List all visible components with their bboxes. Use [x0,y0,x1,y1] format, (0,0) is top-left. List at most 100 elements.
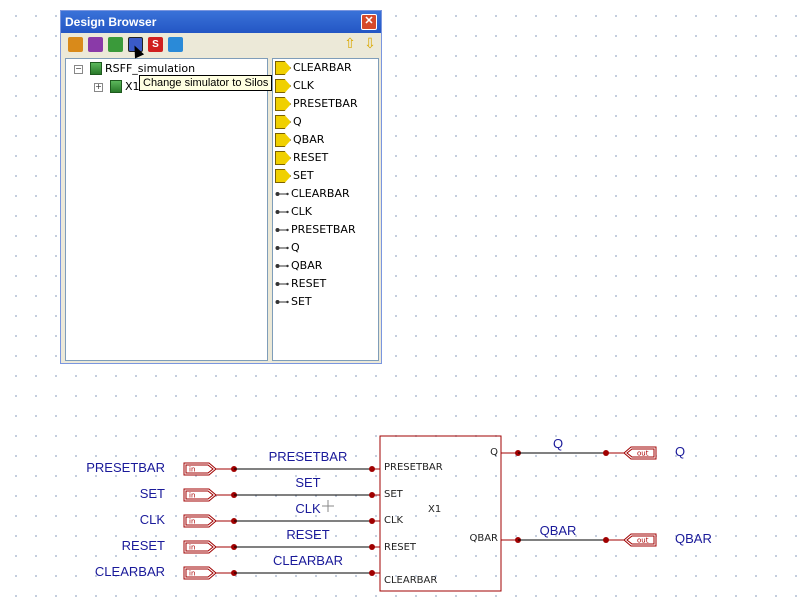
signal-label: CLK [291,205,313,218]
input-port-label: CLEARBAR [95,564,165,579]
signal-label: Q [293,115,302,128]
port-tag: out [637,450,649,458]
grid-icon[interactable] [88,37,103,52]
port-signal-item[interactable]: RESET [273,149,378,167]
expand-icon[interactable]: + [94,82,103,92]
tooltip: Change simulator to Silos [139,75,273,91]
input-row: SET in SET SET [140,475,404,502]
port-signal-item[interactable]: QBAR [273,131,378,149]
collapse-icon[interactable]: − [74,64,83,74]
net-label: RESET [286,527,329,542]
silos-icon[interactable]: S [148,37,163,52]
net-icon [275,242,289,254]
signal-label: PRESETBAR [291,223,356,236]
port-icon [275,61,291,75]
input-port-label: CLK [140,512,166,527]
output-port-label: Q [675,444,685,459]
input-port-label: SET [140,486,165,501]
port-tag: in [189,544,195,552]
instance-label: X1 [428,504,441,515]
window-title: Design Browser [65,15,157,29]
port-tag: in [189,570,195,578]
net-label: CLEARBAR [273,553,343,568]
output-port-symbol[interactable]: out [623,533,657,547]
module-icon [90,62,102,75]
signal-label: Q [291,241,300,254]
signal-label: RESET [293,151,329,164]
net-label: SET [295,475,320,490]
net-signal-item[interactable]: SET [273,293,378,311]
net-label: Q [553,436,563,451]
input-port-symbol[interactable]: in [183,540,217,554]
change-simulator-icon[interactable] [128,37,143,52]
port-signal-item[interactable]: CLEARBAR [273,59,378,77]
port-icon [275,97,291,111]
move-down-icon[interactable]: ⇩ [364,36,376,52]
tree-item-root[interactable]: − RSFF_simulation [72,61,262,77]
net-icon [275,224,289,236]
net-signal-item[interactable]: CLEARBAR [273,185,378,203]
net-signal-item[interactable]: Q [273,239,378,257]
input-port-symbol[interactable]: in [183,488,217,502]
move-up-icon[interactable]: ⇧ [344,36,356,52]
block-pin-label: CLK [384,515,404,526]
input-port-symbol[interactable]: in [183,566,217,580]
signal-label: PRESETBAR [293,97,358,110]
x1-symbol-body[interactable] [379,435,502,592]
input-port-label: RESET [122,538,165,553]
net-icon [275,206,289,218]
tree-item-x1[interactable]: + X1 [92,79,262,95]
port-signal-item[interactable]: SET [273,167,378,185]
signal-label: RESET [291,277,327,290]
net-label: PRESETBAR [269,449,348,464]
signal-label: CLEARBAR [291,187,350,200]
port-icon [275,169,291,183]
block-pin-label: RESET [384,542,417,553]
port-tag: in [189,518,195,526]
input-row: RESET in RESET RESET [122,527,417,554]
input-port-symbol[interactable]: in [183,462,217,476]
hierarchy-tree[interactable]: − RSFF_simulation + X1 [65,58,268,361]
net-signal-item[interactable]: CLK [273,203,378,221]
output-port-label: QBAR [675,531,712,546]
signal-label: QBAR [291,259,323,272]
module-icon [110,80,122,93]
net-signal-item[interactable]: PRESETBAR [273,221,378,239]
signal-label: QBAR [293,133,325,146]
net-icon [275,188,289,200]
output-port-symbol[interactable]: out [623,446,657,460]
block-pin-label: PRESETBAR [384,462,443,473]
design-browser-window[interactable]: Design Browser ✕ S ⇧ ⇩ − RSFF_simulation… [60,10,382,364]
port-tag: out [637,537,649,545]
port-icon [275,151,291,165]
window-titlebar[interactable]: Design Browser ✕ [61,11,381,33]
port-signal-item[interactable]: CLK [273,77,378,95]
net-icon [275,260,289,272]
port-signal-item[interactable]: PRESETBAR [273,95,378,113]
net-signal-item[interactable]: QBAR [273,257,378,275]
block-pin-label: CLEARBAR [384,575,437,586]
port-icon [275,133,291,147]
tree-item-label: RSFF_simulation [105,62,196,75]
net-signal-item[interactable]: RESET [273,275,378,293]
port-icon [275,115,291,129]
signal-label: SET [293,169,314,182]
port-tag: in [189,466,195,474]
block-pin-label: SET [384,489,404,500]
net-icon [275,296,289,308]
module-icon[interactable] [68,37,83,52]
close-button[interactable]: ✕ [361,14,377,30]
snowflake-icon[interactable] [168,37,183,52]
input-port-symbol[interactable]: in [183,514,217,528]
net-label: QBAR [540,523,577,538]
port-signal-item[interactable]: Q [273,113,378,131]
chip-icon[interactable] [108,37,123,52]
crosshair-cursor [322,500,334,512]
signal-label: SET [291,295,312,308]
input-port-label: PRESETBAR [86,460,165,475]
